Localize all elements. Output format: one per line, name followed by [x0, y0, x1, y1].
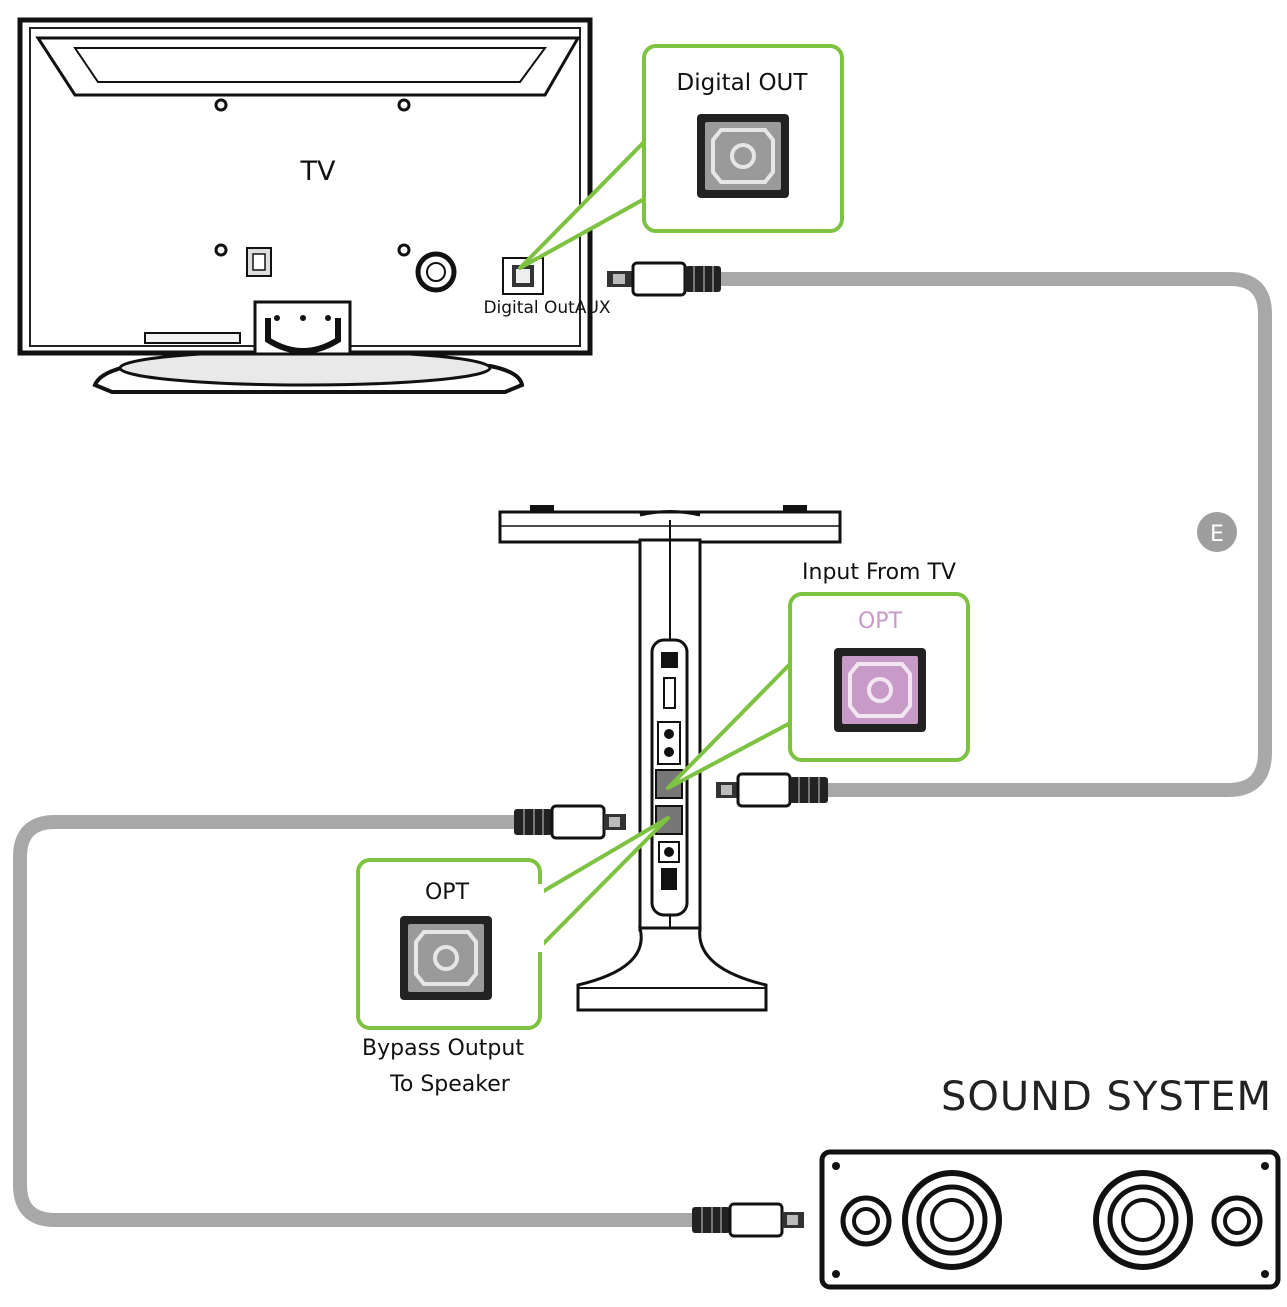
tv-back-panel	[17, 17, 593, 394]
optical-plug-transmitter-input	[716, 772, 828, 808]
optical-plug-speaker	[692, 1202, 804, 1238]
sound-system-label: SOUND SYSTEM	[941, 1074, 1272, 1120]
callout-digital-out-title: Digital OUT	[677, 70, 809, 96]
tv-label: TV	[300, 156, 336, 187]
callout-bypass-caption-line1: Bypass Output	[362, 1036, 524, 1061]
callout-bypass-title: OPT	[425, 880, 470, 905]
optical-plug-tv	[607, 261, 721, 297]
cable-marker-e: E	[1197, 512, 1237, 552]
callout-input-title: OPT	[858, 609, 903, 634]
tv-optical-port	[502, 257, 544, 295]
callout-bypass-caption-line2: To Speaker	[389, 1072, 511, 1097]
sound-system-speaker	[819, 1149, 1281, 1290]
optical-cable-tv-to-transmitter	[715, 272, 1272, 797]
callout-digital-out	[518, 44, 844, 270]
cable-marker-label: E	[1210, 522, 1224, 547]
callout-input-caption: Input From TV	[802, 560, 956, 585]
callout-input-from-tv	[666, 592, 970, 790]
callout-bypass-output	[356, 816, 670, 1030]
optical-cable-transmitter-to-speaker	[13, 815, 695, 1227]
optical-plug-transmitter-output	[514, 804, 626, 840]
tv-port-label: Digital OutAUX	[483, 298, 610, 318]
